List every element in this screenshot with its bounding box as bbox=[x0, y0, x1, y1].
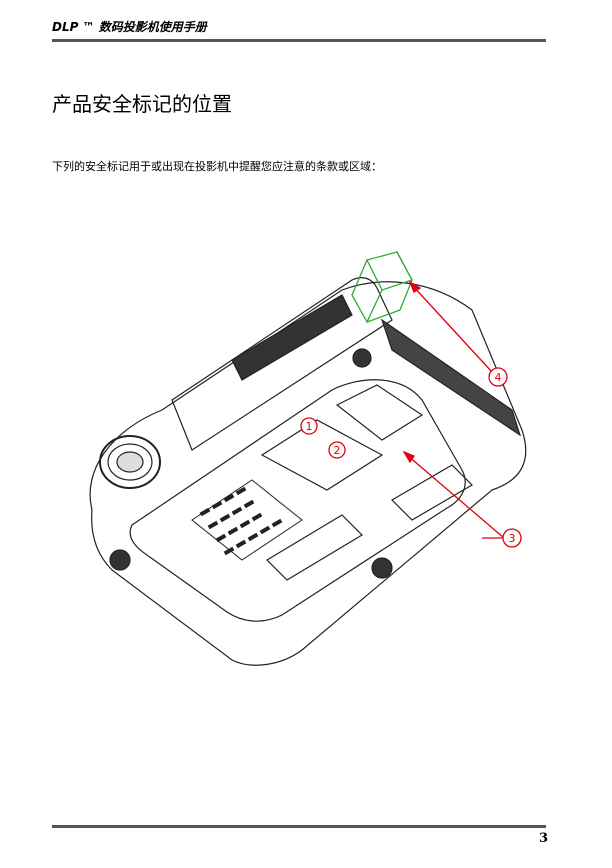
foot bbox=[352, 348, 372, 368]
callout-2: 2 bbox=[334, 444, 341, 457]
callout-1: 1 bbox=[306, 420, 313, 433]
lens bbox=[99, 435, 161, 489]
projector-illustration: 1 2 3 4 bbox=[89, 251, 527, 666]
callout-4: 4 bbox=[495, 371, 502, 384]
projector-body bbox=[89, 281, 527, 666]
header-rule bbox=[52, 39, 546, 42]
running-header: DLP ™ 数码投影机使用手册 bbox=[52, 20, 207, 34]
footer-rule bbox=[52, 825, 546, 828]
foot bbox=[109, 549, 131, 571]
intro-paragraph: 下列的安全标记用于或出现在投影机中提醒您应注意的条款或区域： bbox=[52, 160, 382, 173]
foot bbox=[371, 557, 393, 579]
section-title: 产品安全标记的位置 bbox=[52, 92, 232, 116]
callout-3: 3 bbox=[509, 532, 516, 545]
page-number: 3 bbox=[538, 831, 548, 846]
